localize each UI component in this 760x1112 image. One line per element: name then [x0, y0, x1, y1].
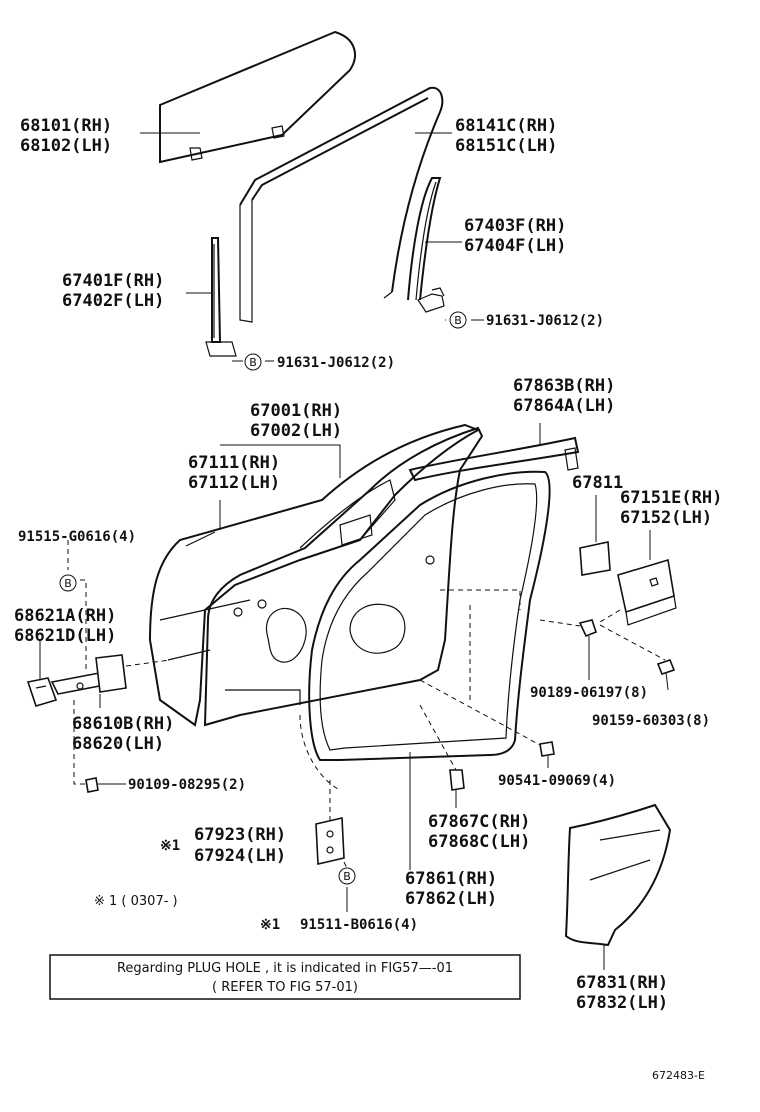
note-period: ※ 1 ( 0307- )	[94, 894, 178, 909]
label-67401f: 67401F(RH)	[62, 271, 164, 291]
label-68610b: 68610B(RH)	[72, 714, 174, 734]
note-mark-67923: ※1	[160, 838, 180, 854]
label-67404f: 67404F(LH)	[464, 236, 566, 256]
label-67861: 67861(RH)	[405, 869, 497, 889]
label-67924: 67924(LH)	[194, 846, 286, 866]
label-67402f: 67402F(LH)	[62, 291, 164, 311]
label-68620: 68620(LH)	[72, 734, 164, 754]
inner-frame	[203, 426, 484, 727]
label-90189: 90189-06197(8)	[530, 685, 648, 701]
label-67002: 67002(LH)	[250, 421, 342, 441]
label-67864a: 67864A(LH)	[513, 396, 615, 416]
label-67831: 67831(RH)	[576, 973, 668, 993]
svg-text:B: B	[64, 577, 72, 590]
label-68621d: 68621D(LH)	[14, 626, 116, 646]
label-67923: 67923(RH)	[194, 825, 286, 845]
bolt-ref-marker-front: B	[244, 353, 262, 371]
figure-code: 672483-E	[652, 1069, 705, 1082]
label-67863b: 67863B(RH)	[513, 376, 615, 396]
part-labels: 68101(RH) 68102(LH) 68141C(RH) 68151C(LH…	[14, 116, 722, 1013]
rear-channel	[407, 177, 445, 313]
bolt-ref-marker-rear: B	[449, 311, 467, 329]
service-hole-cover	[564, 803, 672, 947]
door-check	[50, 654, 127, 695]
label-67403f: 67403F(RH)	[464, 216, 566, 236]
plug-note-line2: ( REFER TO FIG 57-01)	[212, 980, 358, 995]
label-91515: 91515-G0616(4)	[18, 529, 136, 545]
glass-run	[239, 86, 444, 323]
label-68141c: 68141C(RH)	[455, 116, 557, 136]
door-glass	[159, 30, 356, 164]
bolt-ref-marker-hinge: B	[59, 574, 77, 592]
bolt-90109	[85, 777, 99, 793]
plug-hole-note: Regarding PLUG HOLE , it is indicated in…	[49, 954, 521, 1000]
belt-moulding	[408, 436, 580, 482]
hinge-68621	[26, 677, 58, 707]
svg-text:B: B	[454, 314, 462, 327]
bolt-ref-marker-lower: B	[338, 867, 356, 885]
plug-note-line1: Regarding PLUG HOLE , it is indicated in…	[117, 961, 453, 976]
leader-lines	[39, 132, 666, 970]
label-67151e: 67151E(RH)	[620, 488, 722, 508]
label-67811: 67811	[572, 473, 623, 493]
label-90541: 90541-09069(4)	[498, 773, 616, 789]
svg-text:B: B	[343, 870, 351, 883]
label-91631-rear: 91631-J0612(2)	[486, 313, 604, 329]
label-67868c: 67868C(LH)	[428, 832, 530, 852]
label-90109: 90109-08295(2)	[128, 777, 246, 793]
label-67152: 67152(LH)	[620, 508, 712, 528]
clip-90189	[578, 619, 597, 638]
label-90159: 90159-60303(8)	[592, 713, 710, 729]
label-91631-front: 91631-J0612(2)	[277, 355, 395, 371]
label-68621a: 68621A(RH)	[14, 606, 116, 626]
clip-67867	[449, 769, 465, 791]
bracket-67151	[617, 558, 677, 626]
bolt-ref-markers: B B B B	[59, 311, 467, 885]
outer-panel	[148, 423, 481, 727]
label-91511: 91511-B0616(4)	[300, 917, 418, 933]
label-67111: 67111(RH)	[188, 453, 280, 473]
label-68102: 68102(LH)	[20, 136, 112, 156]
label-67862: 67862(LH)	[405, 889, 497, 909]
hinge-67923	[315, 817, 345, 865]
front-channel	[205, 237, 237, 357]
label-68151c: 68151C(LH)	[455, 136, 557, 156]
screw-90159	[656, 659, 676, 691]
label-67001: 67001(RH)	[250, 401, 342, 421]
plug-90541	[539, 741, 555, 757]
pad-67811	[579, 541, 611, 576]
label-67867c: 67867C(RH)	[428, 812, 530, 832]
label-68101: 68101(RH)	[20, 116, 112, 136]
label-67112: 67112(LH)	[188, 473, 280, 493]
svg-text:B: B	[249, 356, 257, 369]
note-mark-91511: ※1	[260, 917, 280, 933]
door-weatherstrip	[308, 470, 551, 761]
label-67832: 67832(LH)	[576, 993, 668, 1013]
